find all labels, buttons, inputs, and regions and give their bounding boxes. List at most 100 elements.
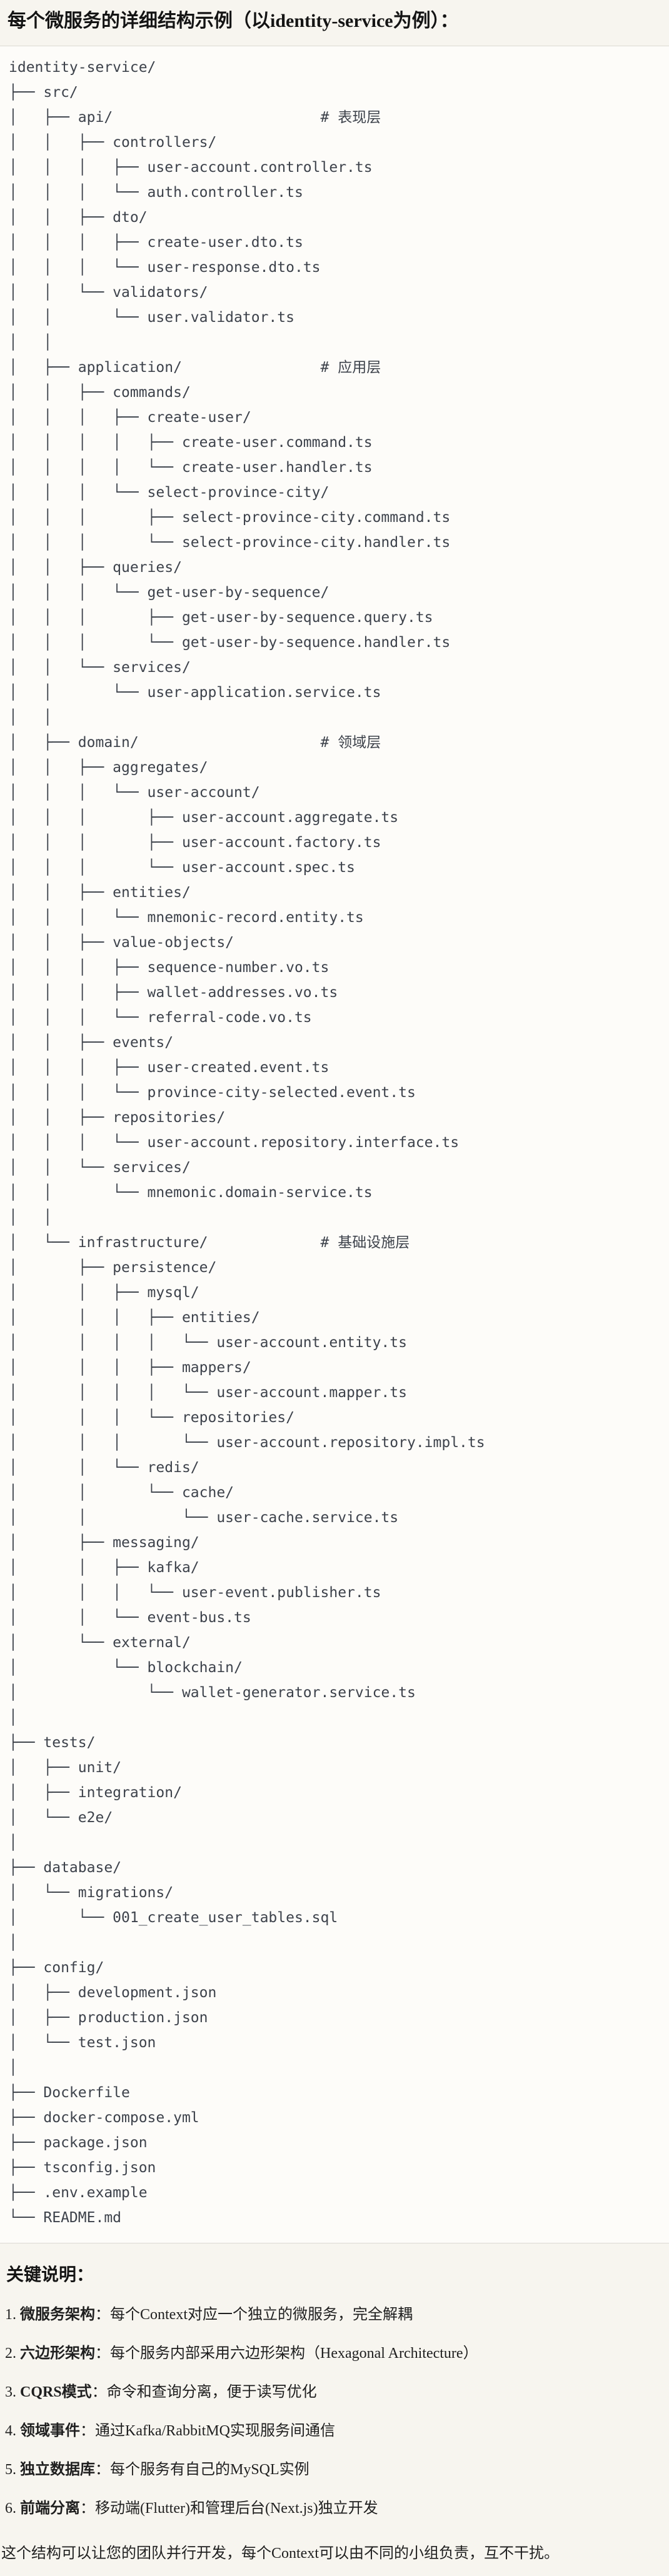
tree-line: │ │ │ └── get-user-by-sequence.handler.t… [9,634,451,651]
tree-line: ├── Dockerfile [9,2085,130,2101]
tree-line: │ │ │ └── select-province-city.handler.t… [9,534,451,551]
tree-line: │ ├── application/ # 应用层 [9,359,381,376]
tree-line: │ │ │ │ ├── create-user.command.ts [9,434,373,451]
tree-line: │ [9,2060,18,2076]
note-item: 4.领域事件：通过Kafka/RabbitMQ实现服务间通信 [5,2421,669,2441]
tree-line: │ │ │ └── get-user-by-sequence/ [9,584,329,601]
code-block: identity-service/ ├── src/ │ ├── api/ # 表现… [0,46,669,2243]
tree-line: │ │ └── validators/ [9,284,208,301]
tree-line: │ ├── integration/ [9,1785,182,1801]
note-label: 微服务架构 [20,2307,95,2323]
note-item: 3.CQRS模式：命令和查询分离，便于读写优化 [5,2382,669,2402]
note-item: 1.微服务架构：每个Context对应一个独立的微服务，完全解耦 [5,2305,669,2325]
tree-line: │ └── e2e/ [9,1810,113,1826]
note-number: 4. [5,2423,16,2439]
tree-line: │ │ │ └── user-account/ [9,784,260,801]
tree-line: │ │ │ ├── select-province-city.command.t… [9,509,451,526]
tree-line: │ │ └── services/ [9,1160,191,1176]
tree-line: │ ├── unit/ [9,1760,122,1776]
tree-line: │ │ ├── mysql/ [9,1285,199,1301]
note-number: 2. [5,2345,16,2362]
tree-line: │ │ │ └── user-account.spec.ts [9,860,355,876]
note-text: ：每个Context对应一个独立的微服务，完全解耦 [95,2307,413,2323]
footer-note: 这个结构可以让您的团队并行开发，每个Context可以由不同的小组负责，互不干扰… [1,2545,559,2562]
note-item: 2.六边形架构：每个服务内部采用六边形架构（Hexagonal Architec… [5,2343,669,2363]
note-label: CQRS模式 [20,2384,92,2400]
tree-line: │ │ │ │ └── user-account.entity.ts [9,1335,407,1351]
tree-line: │ [9,1710,18,1726]
tree-line: │ │ │ └── referral-code.vo.ts [9,1010,312,1026]
tree-line: │ │ ├── queries/ [9,559,182,576]
notes-heading: 关键说明： [6,2265,94,2285]
tree-line: ├── database/ [9,1860,122,1876]
tree-line: ├── tsconfig.json [9,2160,156,2176]
tree-line: │ │ └── event-bus.ts [9,1610,251,1626]
tree-line: │ │ ├── value-objects/ [9,935,234,951]
tree-line: │ │ ├── entities/ [9,885,191,901]
tree-line: ├── src/ [9,84,78,101]
note-text: ：移动端(Flutter)和管理后台(Next.js)独立开发 [80,2500,378,2517]
tree-line: │ ├── development.json [9,1985,217,2001]
tree-line: └── README.md [9,2210,122,2226]
tree-line: │ │ └── cache/ [9,1485,234,1501]
tree-line: │ │ │ ├── sequence-number.vo.ts [9,960,329,976]
tree-line: │ │ └── services/ [9,659,191,676]
tree-line: │ │ │ ├── user-account.controller.ts [9,159,373,176]
note-text: ：每个服务内部采用六边形架构（Hexagonal Architecture） [95,2345,478,2362]
tree-line: │ │ │ │ └── user-account.mapper.ts [9,1385,407,1401]
tree-line: ├── package.json [9,2135,148,2151]
tree-line: │ └── external/ [9,1635,191,1651]
tree-line: │ │ │ └── province-city-selected.event.t… [9,1085,416,1101]
page-title: 每个微服务的详细结构示例（以identity-service为例）： [8,11,459,31]
tree-line: │ │ │ └── user-account.repository.interf… [9,1135,460,1151]
note-label: 独立数据库 [20,2462,95,2478]
note-item: 6.前端分离：移动端(Flutter)和管理后台(Next.js)独立开发 [5,2498,669,2518]
note-label: 领域事件 [20,2423,80,2439]
tree-line: │ │ └── user-cache.service.ts [9,1510,399,1526]
tree-line: │ │ └── redis/ [9,1460,199,1476]
tree-line: │ ├── messaging/ [9,1535,199,1551]
tree-line: │ │ │ └── user-account.repository.impl.t… [9,1435,485,1451]
tree-line: │ │ └── mnemonic.domain-service.ts [9,1185,373,1201]
tree-line: ├── config/ [9,1960,104,1976]
tree-line: ├── .env.example [9,2185,148,2201]
tree-line: │ [9,1835,18,1851]
tree-line: │ [9,1935,18,1951]
page: 每个微服务的详细结构示例（以identity-service为例）： ident… [0,9,669,2563]
tree-line: │ └── migrations/ [9,1885,174,1901]
tree-line: │ │ [9,1210,53,1226]
notes-list: 1.微服务架构：每个Context对应一个独立的微服务，完全解耦 2.六边形架构… [0,2305,669,2518]
tree-line: │ │ ├── dto/ [9,209,148,226]
tree-line: │ │ │ ├── mappers/ [9,1360,251,1376]
tree-line: identity-service/ [9,59,156,76]
tree-line: ├── docker-compose.yml [9,2110,199,2126]
tree-line: │ │ │ └── user-event.publisher.ts [9,1585,381,1601]
tree-line: │ ├── persistence/ [9,1260,217,1276]
note-text: ：命令和查询分离，便于读写优化 [91,2384,317,2400]
tree-line: │ │ │ ├── user-account.factory.ts [9,834,381,851]
note-item: 5.独立数据库：每个服务有自己的MySQL实例 [5,2460,669,2480]
note-label: 六边形架构 [20,2345,95,2362]
tree-line: │ │ │ ├── user-created.event.ts [9,1060,329,1076]
tree-line: │ │ │ └── select-province-city/ [9,484,329,501]
tree-line: │ │ ├── kafka/ [9,1560,199,1576]
note-label: 前端分离 [20,2500,80,2517]
directory-tree: identity-service/ ├── src/ │ ├── api/ # 表现… [9,55,669,2230]
tree-line: │ │ [9,709,53,726]
tree-line: │ │ │ ├── entities/ [9,1310,260,1326]
tree-line: │ │ │ ├── user-account.aggregate.ts [9,809,399,826]
tree-line: │ │ │ └── repositories/ [9,1410,294,1426]
tree-line: ├── tests/ [9,1735,96,1751]
tree-line: │ │ ├── controllers/ [9,134,217,151]
tree-line: │ │ │ ├── get-user-by-sequence.query.ts [9,609,433,626]
tree-line: │ │ │ └── user-response.dto.ts [9,259,321,276]
tree-line: │ └── test.json [9,2035,156,2051]
tree-line: │ ├── domain/ # 领域层 [9,734,381,751]
tree-line: │ │ └── user-application.service.ts [9,684,381,701]
tree-line: │ ├── api/ # 表现层 [9,109,381,126]
tree-line: │ │ ├── events/ [9,1035,174,1051]
note-number: 1. [5,2307,16,2323]
tree-line: │ │ ├── aggregates/ [9,759,208,776]
tree-line: │ │ ├── commands/ [9,384,191,401]
note-text: ：通过Kafka/RabbitMQ实现服务间通信 [80,2423,335,2439]
